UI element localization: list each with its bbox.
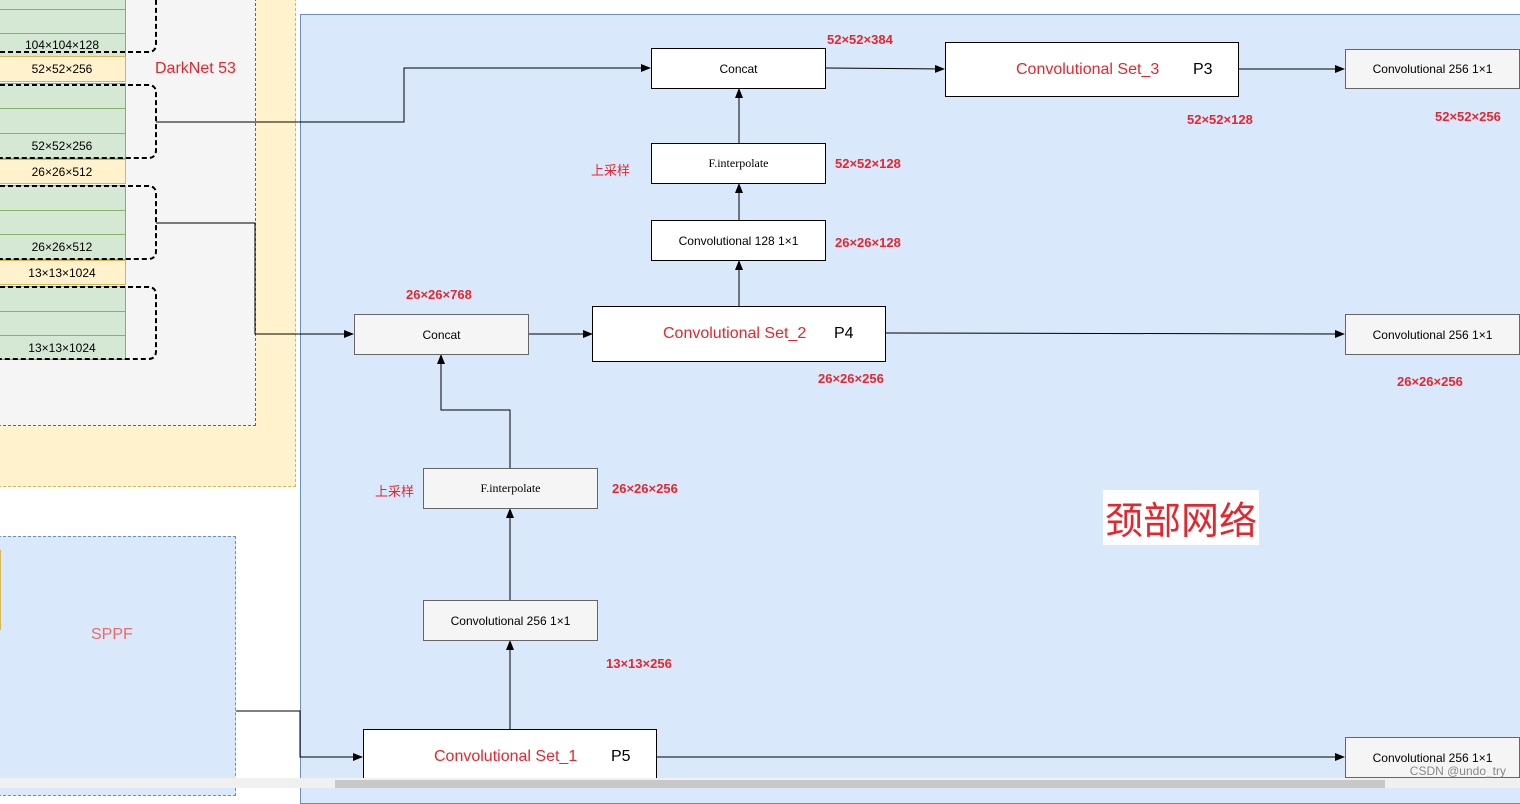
conv128-dim-label: 26×26×128 (835, 235, 901, 250)
backbone-cell-2: 52×52×256 (0, 56, 126, 82)
backbone-title: DarkNet 53 (155, 60, 236, 77)
p4-out-dim-label: 26×26×256 (1397, 374, 1463, 389)
conv128-node: Convolutional 128 1×1 (651, 220, 826, 261)
sppf-edge-marker (0, 550, 1, 630)
upsample-bottom-label: 上采样 (375, 484, 415, 499)
conv256-node: Convolutional 256 1×1 (423, 600, 598, 641)
horizontal-scrollbar-thumb[interactable] (335, 780, 1385, 788)
out-p5-node: Convolutional 256 1×1 (1345, 737, 1520, 778)
wire-sppf-to-set1 (236, 710, 363, 761)
conv-set-1-label: Convolutional Set_1 (434, 748, 578, 765)
wire-backbone-to-concat-top (156, 64, 651, 123)
backbone-block-row (0, 83, 126, 109)
backbone-bracket-3 (0, 185, 157, 260)
concat-mid-dim-label: 26×26×768 (406, 287, 472, 302)
conv-set-1-node: Convolutional Set_1 P5 (363, 729, 657, 785)
p3-out-dim-label: 52×52×256 (1435, 109, 1501, 124)
conv-set-3-tag: P3 (1193, 60, 1213, 78)
backbone-bracket-1 (0, 0, 157, 53)
conv-set-3-node: Convolutional Set_3 P3 (945, 42, 1239, 97)
wire-interp-to-concat-mid (437, 354, 511, 468)
out-p3-node: Convolutional 256 1×1 (1345, 49, 1520, 89)
backbone-block-row (0, 210, 126, 235)
backbone-block-row (0, 108, 126, 134)
backbone-cell-5: 26×26×512 (0, 234, 126, 260)
backbone-cell-3: 52×52×256 (0, 133, 126, 159)
concat-top-node: Concat (651, 48, 826, 89)
backbone-bracket-4 (0, 286, 157, 360)
wire-backbone-to-concat-mid (156, 222, 354, 338)
backbone-cell-7: 13×13×1024 (0, 335, 126, 360)
conv-set-2-tag: P4 (834, 325, 854, 342)
sppf-title: SPPF (91, 626, 133, 643)
conv-set-2-label: Convolutional Set_2 (663, 325, 807, 342)
backbone-bracket-2 (0, 84, 157, 159)
set2-dim-label: 26×26×256 (818, 371, 884, 386)
conv-set-1-tag: P5 (611, 748, 631, 765)
concat-mid-node: Concat (354, 314, 529, 355)
conv-set-3-label: Convolutional Set_3 (1016, 60, 1160, 78)
conv-set-2-node: Convolutional Set_2 P4 (592, 306, 886, 362)
wire-concat-top-to-set3 (825, 64, 945, 73)
neck-title: 颈部网络 (1103, 490, 1260, 545)
backbone-block-row (0, 9, 126, 34)
sppf-panel (0, 536, 236, 796)
concat-top-dim-label: 52×52×384 (827, 32, 893, 47)
backbone-cell-6: 13×13×1024 (0, 260, 126, 285)
interp-top-dim-label: 52×52×128 (835, 156, 901, 171)
conv256-dim-label: 13×13×256 (606, 656, 672, 671)
interp-bottom-node: F.interpolate (423, 468, 598, 509)
out-p4-node: Convolutional 256 1×1 (1345, 314, 1520, 355)
neck-panel (300, 14, 1520, 804)
watermark: CSDN @undo_try (1409, 764, 1506, 778)
wire-set2-to-out-p4 (884, 329, 1345, 338)
backbone-cell-4: 26×26×512 (0, 159, 126, 184)
set3-dim-label: 52×52×128 (1187, 112, 1253, 127)
interp-bottom-dim-label: 26×26×256 (612, 481, 678, 496)
upsample-top-label: 上采样 (591, 163, 631, 178)
interp-top-node: F.interpolate (651, 143, 826, 184)
